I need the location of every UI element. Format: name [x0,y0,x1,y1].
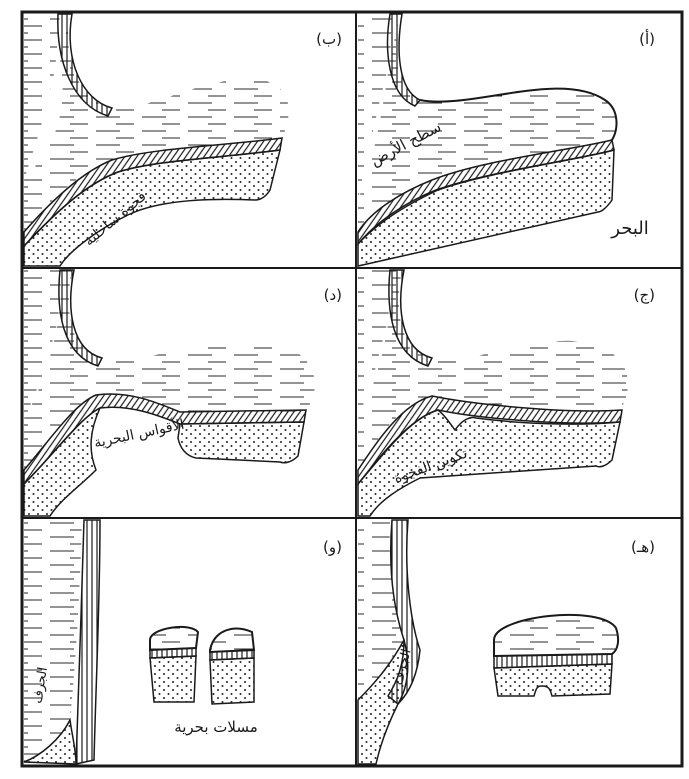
panel-e-stack-rock [494,664,612,696]
panel-f-stack1-rock [150,656,196,702]
panel-f-stacks-label: مسلات بحرية [174,718,258,736]
panel-d-letter: (د) [324,286,342,304]
panel-f-letter: (و) [323,538,342,556]
panel-f-stack2-rock [210,658,254,704]
panel-e-letter: (هـ) [631,538,655,556]
panel-b-letter: (ب) [316,30,342,48]
panel-d-arch-block [178,422,304,463]
panel-a-letter: (أ) [639,29,655,48]
panel-c-letter: (ج) [634,286,655,305]
panel-a-sea-label: البحر [610,218,648,239]
